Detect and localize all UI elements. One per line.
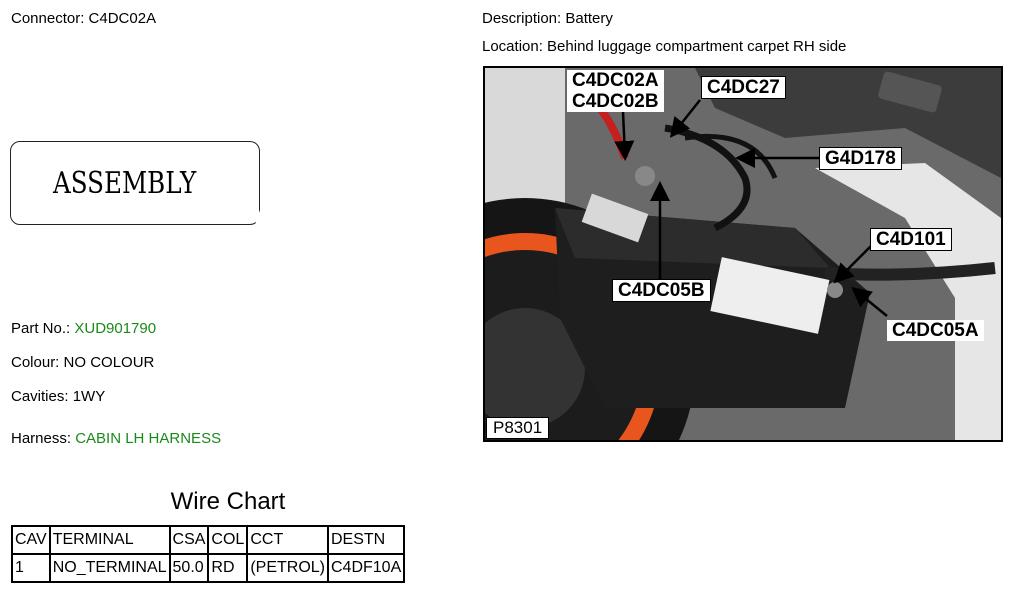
connector-line: Connector: C4DC02A <box>11 10 156 27</box>
location-value: Behind luggage compartment carpet RH sid… <box>547 38 847 55</box>
callout-c4d101: C4D101 <box>870 228 952 251</box>
cell-terminal: NO_TERMINAL <box>48 553 171 583</box>
harness-label: Harness: <box>11 430 76 447</box>
callout-c4dc02b: C4DC02B <box>567 91 664 112</box>
connector-value: C4DC02A <box>88 10 157 27</box>
callout-c4dc27: C4DC27 <box>701 76 786 99</box>
table-row: 1 NO_TERMINAL 50.0 RD (PETROL) C4DF10A <box>11 553 406 583</box>
callout-arrows <box>614 99 888 317</box>
location-line: Location: Behind luggage compartment car… <box>482 38 846 55</box>
colour-line: Colour: NO COLOUR <box>11 354 154 371</box>
description-label: Description: <box>482 10 566 27</box>
callout-g4d178: G4D178 <box>819 147 902 170</box>
wire-chart-table: CAV TERMINAL CSA COL CCT DESTN 1 NO_TERM… <box>11 525 406 583</box>
cell-csa: 50.0 <box>168 553 210 583</box>
cavities-value: 1WY <box>72 388 106 405</box>
part-no-label: Part No.: <box>11 320 75 337</box>
cell-col: RD <box>207 553 249 583</box>
colour-label: Colour: <box>11 354 64 371</box>
part-no-link[interactable]: XUD901790 <box>74 320 157 337</box>
description-value: Battery <box>565 10 613 27</box>
table-header-row: CAV TERMINAL CSA COL CCT DESTN <box>11 525 406 555</box>
cavities-line: Cavities: 1WY <box>11 388 105 405</box>
header-cct: CCT <box>246 525 329 555</box>
callout-c4dc02a: C4DC02A <box>567 70 664 91</box>
harness-line: Harness: CABIN LH HARNESS <box>11 430 221 447</box>
part-no-line: Part No.: XUD901790 <box>11 320 156 337</box>
callout-c4dc05a: C4DC05A <box>887 320 984 341</box>
assembly-placeholder: ASSEMBLY <box>10 141 260 225</box>
wire-chart-title: Wire Chart <box>170 488 286 515</box>
cell-cav: 1 <box>11 553 51 583</box>
cell-cct: (PETROL) <box>246 553 329 583</box>
assembly-text: ASSEMBLY <box>53 166 197 201</box>
header-terminal: TERMINAL <box>48 525 171 555</box>
description-line: Description: Battery <box>482 10 613 27</box>
header-cav: CAV <box>11 525 51 555</box>
callout-c4dc05b: C4DC05B <box>612 279 711 302</box>
colour-value: NO COLOUR <box>63 354 155 371</box>
connector-location-photo: C4DC02A C4DC02B C4DC27 G4D178 C4D101 C4D… <box>483 66 1003 442</box>
header-csa: CSA <box>168 525 210 555</box>
header-destn: DESTN <box>326 525 406 555</box>
cell-destn: C4DF10A <box>326 553 406 583</box>
connector-label: Connector: <box>11 10 89 27</box>
harness-link[interactable]: CABIN LH HARNESS <box>75 430 222 447</box>
header-col: COL <box>207 525 249 555</box>
location-label: Location: <box>482 38 548 55</box>
photo-id-label: P8301 <box>486 417 550 439</box>
cavities-label: Cavities: <box>11 388 73 405</box>
